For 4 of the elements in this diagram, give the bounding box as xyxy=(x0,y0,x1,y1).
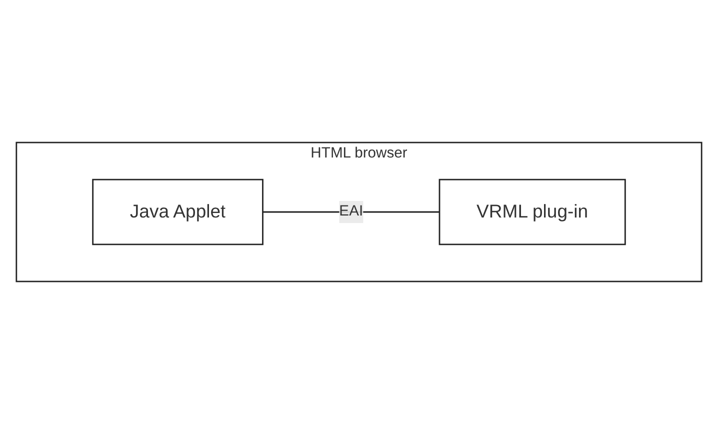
connector xyxy=(262,210,440,212)
edge-label: EAI xyxy=(339,203,364,219)
node-box: Java Applet xyxy=(92,178,264,245)
node-box: VRML plug-in xyxy=(438,178,626,245)
